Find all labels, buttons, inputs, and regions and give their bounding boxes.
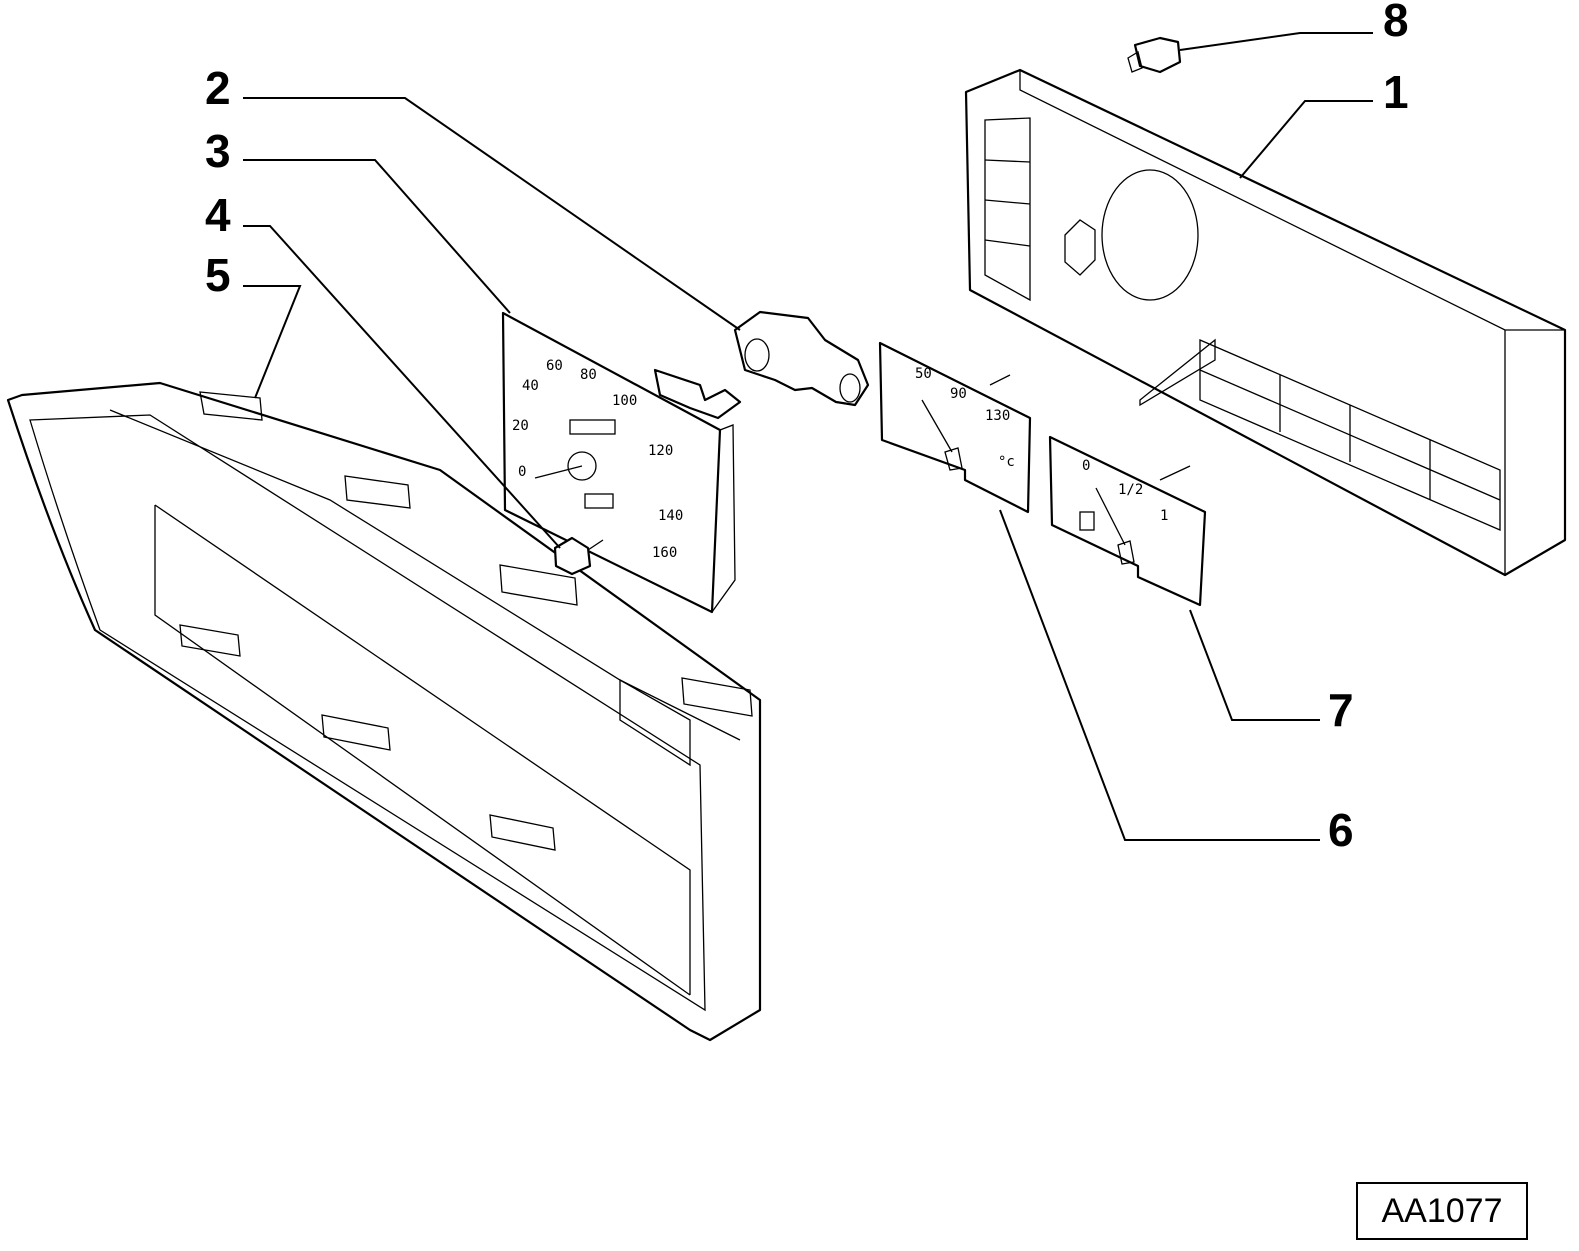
leader-8 bbox=[1179, 32, 1373, 51]
speedometer: 0 20 40 60 80 100 120 140 160 bbox=[501, 311, 742, 614]
trip-reset-knob bbox=[553, 536, 604, 576]
temperature-gauge: 50 90 130 °c bbox=[878, 341, 1032, 514]
fuel-tick-half: 1/2 bbox=[1118, 482, 1143, 498]
callout-7: 7 bbox=[1328, 684, 1354, 736]
speedo-tick-140: 140 bbox=[658, 508, 683, 524]
fuel-tick-0: 0 bbox=[1082, 458, 1090, 474]
temp-tick-90: 90 bbox=[950, 386, 967, 402]
drawing-reference-code: AA1077 bbox=[1356, 1182, 1528, 1240]
temp-tick-50: 50 bbox=[915, 366, 932, 382]
callout-1: 1 bbox=[1383, 66, 1409, 118]
callout-6: 6 bbox=[1328, 804, 1354, 856]
leader-4 bbox=[243, 225, 561, 549]
leader-5 bbox=[243, 285, 302, 399]
leader-1 bbox=[1239, 100, 1373, 179]
callout-8: 8 bbox=[1383, 0, 1409, 46]
speedometer-drive-adapter bbox=[733, 310, 870, 407]
speedo-tick-100: 100 bbox=[612, 393, 637, 409]
callout-4: 4 bbox=[205, 189, 231, 241]
leader-2 bbox=[243, 97, 741, 331]
speedo-tick-40: 40 bbox=[522, 378, 539, 394]
leader-lines bbox=[243, 32, 1373, 841]
fuel-tick-1: 1 bbox=[1160, 508, 1168, 524]
callout-2: 2 bbox=[205, 62, 231, 114]
leader-3 bbox=[243, 159, 511, 314]
speedo-tick-60: 60 bbox=[546, 358, 563, 374]
temp-tick-130: 130 bbox=[985, 408, 1010, 424]
temp-unit: °c bbox=[998, 454, 1015, 470]
speedo-tick-0: 0 bbox=[518, 464, 526, 480]
callouts: 8 1 2 3 4 5 7 6 bbox=[205, 0, 1409, 856]
callout-5: 5 bbox=[205, 249, 231, 301]
speedo-tick-160: 160 bbox=[652, 545, 677, 561]
speedo-tick-80: 80 bbox=[580, 367, 597, 383]
rear-housing bbox=[964, 68, 1567, 577]
leader-7 bbox=[1189, 609, 1320, 721]
warning-lamp bbox=[1127, 36, 1182, 74]
speedo-tick-120: 120 bbox=[648, 443, 673, 459]
leader-6 bbox=[999, 509, 1320, 841]
instrument-bezel bbox=[6, 381, 762, 1042]
speedo-tick-20: 20 bbox=[512, 418, 529, 434]
callout-3: 3 bbox=[205, 125, 231, 177]
fuel-gauge: 0 1/2 1 bbox=[1048, 435, 1207, 607]
